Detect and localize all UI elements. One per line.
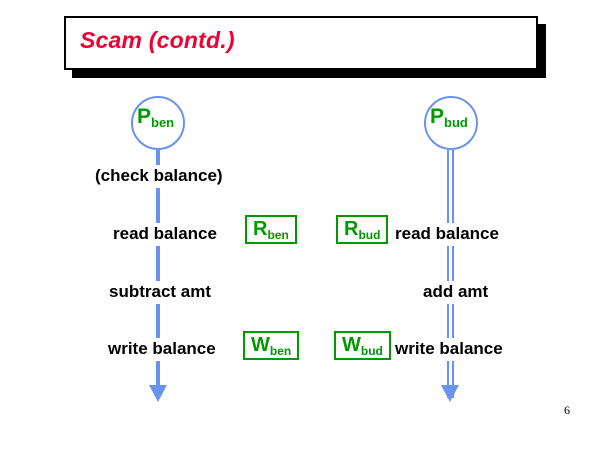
page-title: Scam (contd.) [80,27,235,53]
op-box-w-bud: Wbud [334,331,391,360]
step-label-subtract-amt: subtract amt [106,281,215,304]
op-box-r-ben-sub: ben [267,228,289,242]
op-box-w-bud-base: W [342,334,361,356]
lifeline-arrow-bud [441,385,459,402]
step-label-read-balance-ben: read balance [110,223,220,246]
op-box-r-ben-base: R [253,218,268,240]
step-label-read-balance-bud: read balance [392,223,502,246]
lifeline-arrow-ben [149,385,167,402]
lifeline-ben [156,150,160,398]
process-circle-ben [131,96,185,150]
process-label-bud-sub: bud [444,115,468,130]
op-box-w-ben-sub: ben [269,344,292,358]
page-number: 6 [564,403,570,417]
process-label-ben: Pben [137,105,175,130]
op-box-r-ben: Rben [245,215,297,244]
op-box-w-ben: Wben [243,331,300,360]
op-box-r-bud: Rbud [336,215,389,244]
step-label-check-balance: (check balance) [92,165,226,188]
process-label-bud-base: P [430,105,445,128]
op-box-r-bud-base: R [344,218,359,240]
step-label-add-amt: add amt [420,281,492,304]
op-box-w-ben-base: W [251,334,270,356]
process-circle-bud [424,96,478,150]
step-label-write-balance-ben: write balance [105,338,219,361]
title-box: Scam (contd.) [64,16,538,70]
step-label-write-balance-bud: write balance [392,338,506,361]
op-box-w-bud-sub: bud [360,344,383,358]
process-label-ben-sub: ben [151,115,175,130]
op-box-r-bud-sub: bud [358,228,381,242]
process-label-ben-base: P [137,105,152,128]
lifeline-bud [447,150,454,398]
process-label-bud: Pbud [430,105,468,130]
